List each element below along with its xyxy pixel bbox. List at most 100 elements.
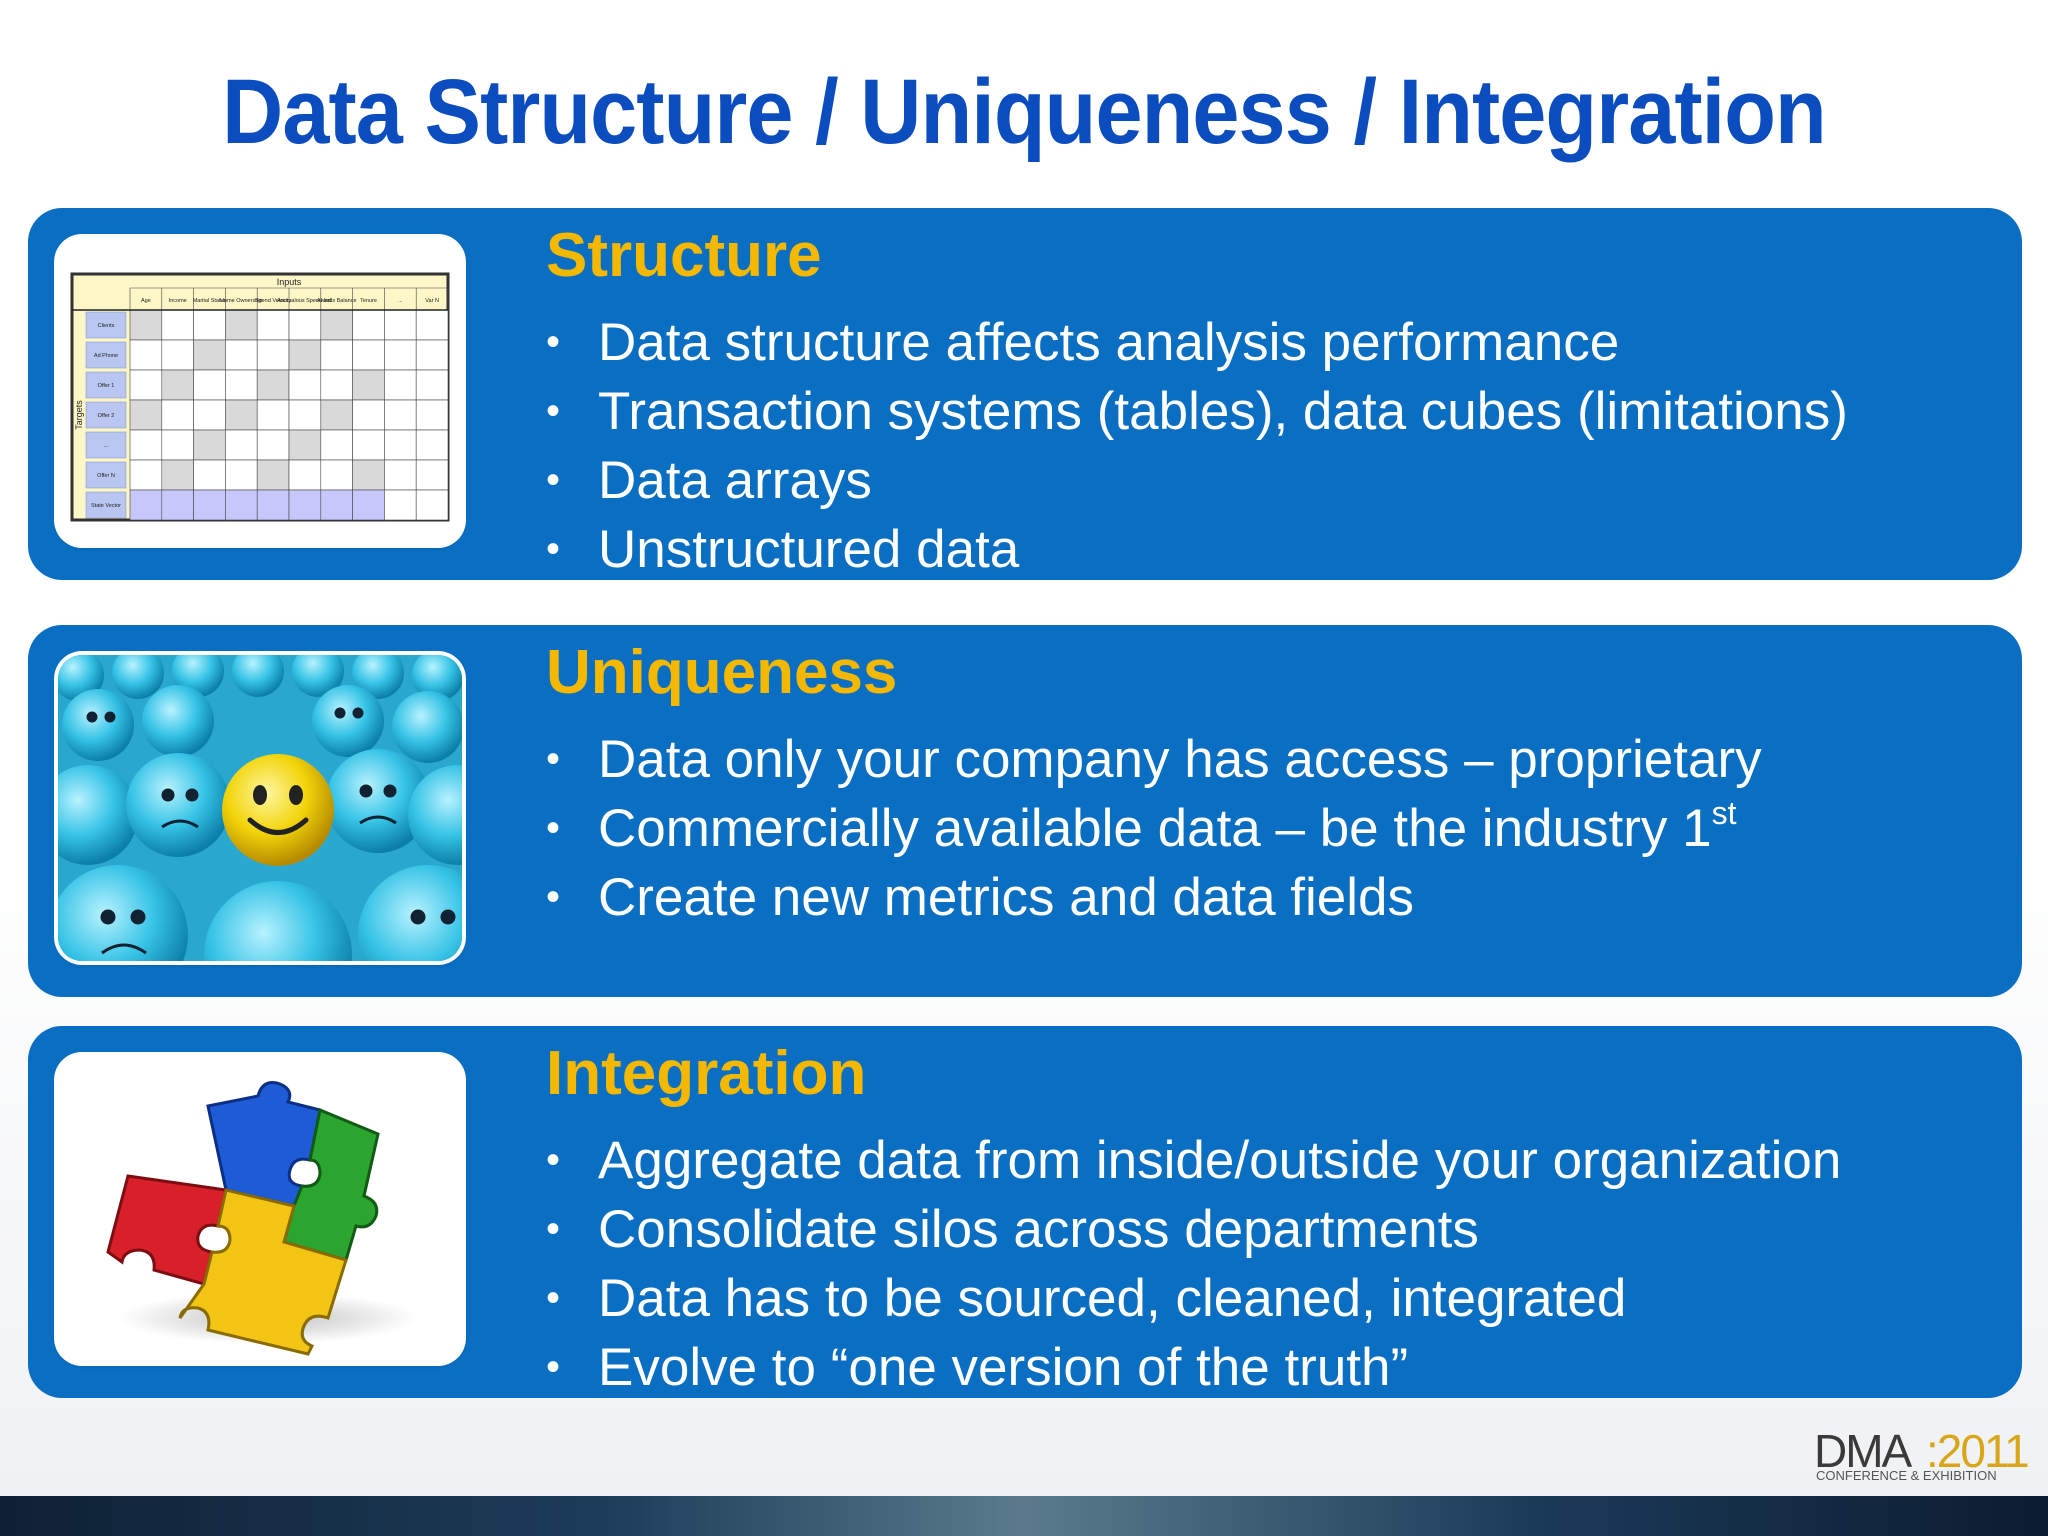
table-cell — [161, 309, 194, 341]
table-cell — [384, 339, 417, 371]
table-row-label-cell — [85, 341, 127, 369]
table-cell — [415, 489, 449, 521]
table-cell — [352, 369, 385, 401]
table-column-header: Anomalous Spend Ind. — [277, 298, 333, 304]
table-cell — [193, 369, 226, 401]
table-cell — [161, 489, 194, 521]
table-row-label: Clients — [98, 323, 115, 329]
table-cell — [193, 339, 226, 371]
table-row-label-cell — [85, 491, 127, 519]
table-cell — [352, 309, 385, 341]
table-cell — [225, 339, 258, 371]
table-cell — [415, 459, 449, 491]
list-item: •Aggregate data from inside/outside your… — [546, 1131, 1842, 1190]
table-cell — [193, 399, 226, 431]
table-column-header: Awards Balance — [317, 298, 357, 304]
table-cell — [161, 339, 194, 371]
table-cell — [256, 369, 290, 401]
table-cell — [129, 459, 163, 491]
sad-face-icon — [58, 655, 462, 961]
table-cell — [225, 369, 258, 401]
happy-face-icon — [222, 754, 334, 866]
table-row-label-cell — [85, 401, 127, 429]
table-column-header: Income — [169, 298, 187, 304]
uniqueness-heading: Uniqueness — [546, 638, 898, 707]
table-cell — [352, 399, 385, 431]
table-cell — [320, 369, 353, 401]
table-cell — [320, 399, 353, 431]
table-cell — [256, 309, 290, 341]
table-cell — [129, 339, 163, 371]
table-row-label-cell — [85, 311, 127, 339]
table-cell — [225, 489, 258, 521]
list-item: •Evolve to “one version of the truth” — [546, 1338, 1409, 1397]
table-cell — [225, 459, 258, 491]
slide-title: Data Structure / Uniqueness / Integratio… — [222, 61, 1827, 163]
table-cell — [193, 489, 226, 521]
table-row-label: Offer 1 — [98, 383, 115, 389]
table-cell — [193, 459, 226, 491]
table-cell — [129, 309, 163, 341]
integration-heading: Integration — [546, 1039, 867, 1108]
table-cell — [225, 429, 258, 461]
table-cell — [320, 339, 353, 371]
table-column-header: Marital Status — [193, 298, 227, 304]
table-cell — [129, 489, 163, 521]
table-cell — [288, 459, 322, 491]
table-side-label: Targets — [74, 400, 84, 430]
table-row-label-cell — [85, 431, 127, 459]
list-item: •Create new metrics and data fields — [546, 868, 1415, 927]
table-cell — [352, 339, 385, 371]
uniqueness-panel: Uniqueness •Data only your company has a… — [28, 625, 2022, 997]
table-cell — [384, 429, 417, 461]
table-cell — [384, 399, 417, 431]
footer-banner — [0, 1496, 2048, 1536]
list-item: •Commercially available data – be the in… — [546, 795, 1737, 858]
table-cell — [352, 429, 385, 461]
smiley-crowd-photo — [58, 655, 462, 961]
table-cell — [320, 489, 353, 521]
table-row-label: Ad Phone — [94, 353, 118, 359]
table-cell — [352, 489, 385, 521]
integration-bullets: •Aggregate data from inside/outside your… — [546, 1126, 1841, 1398]
table-cell — [161, 459, 194, 491]
table-cell — [320, 459, 353, 491]
list-item: •Transaction systems (tables), data cube… — [546, 382, 1848, 441]
table-row-label-cell — [85, 371, 127, 399]
table-cell — [288, 489, 322, 521]
table-cell — [256, 489, 290, 521]
integration-panel: Integration •Aggregate data from inside/… — [28, 1026, 2022, 1398]
table-cell — [288, 429, 322, 461]
table-row-label: State Vector — [91, 503, 121, 509]
table-cell — [415, 339, 449, 371]
table-cell — [415, 399, 449, 431]
structure-heading: Structure — [546, 221, 822, 290]
list-item: •Data arrays — [546, 451, 872, 510]
table-cell — [161, 399, 194, 431]
superscript: st — [1711, 795, 1737, 831]
list-item: •Data only your company has access – pro… — [546, 730, 1762, 789]
list-item: •Consolidate silos across departments — [546, 1200, 1479, 1259]
table-cell — [384, 489, 417, 521]
table-cell — [415, 429, 449, 461]
uniqueness-bullets: •Data only your company has access – pro… — [546, 725, 1762, 932]
table-cell — [129, 429, 163, 461]
table-row-label: ... — [104, 443, 109, 449]
table-cell — [129, 399, 163, 431]
table-column-header: Home Ownership — [220, 298, 262, 304]
table-row-label: Offer 2 — [98, 413, 115, 419]
table-cell — [256, 459, 290, 491]
structure-bullets: •Data structure affects analysis perform… — [546, 308, 1848, 580]
table-column-header: Var N — [425, 298, 439, 304]
table-cell — [161, 429, 194, 461]
table-cell — [320, 429, 353, 461]
table-cell — [256, 429, 290, 461]
puzzle-pieces-icon — [58, 1056, 462, 1362]
dma-2011-logo: DMA :2011 CONFERENCE & EXHIBITION — [1814, 1425, 2030, 1483]
table-cell — [193, 429, 226, 461]
table-row-label: Offer N — [97, 473, 115, 479]
table-row-label-cell — [85, 461, 127, 489]
table-cell — [256, 339, 290, 371]
